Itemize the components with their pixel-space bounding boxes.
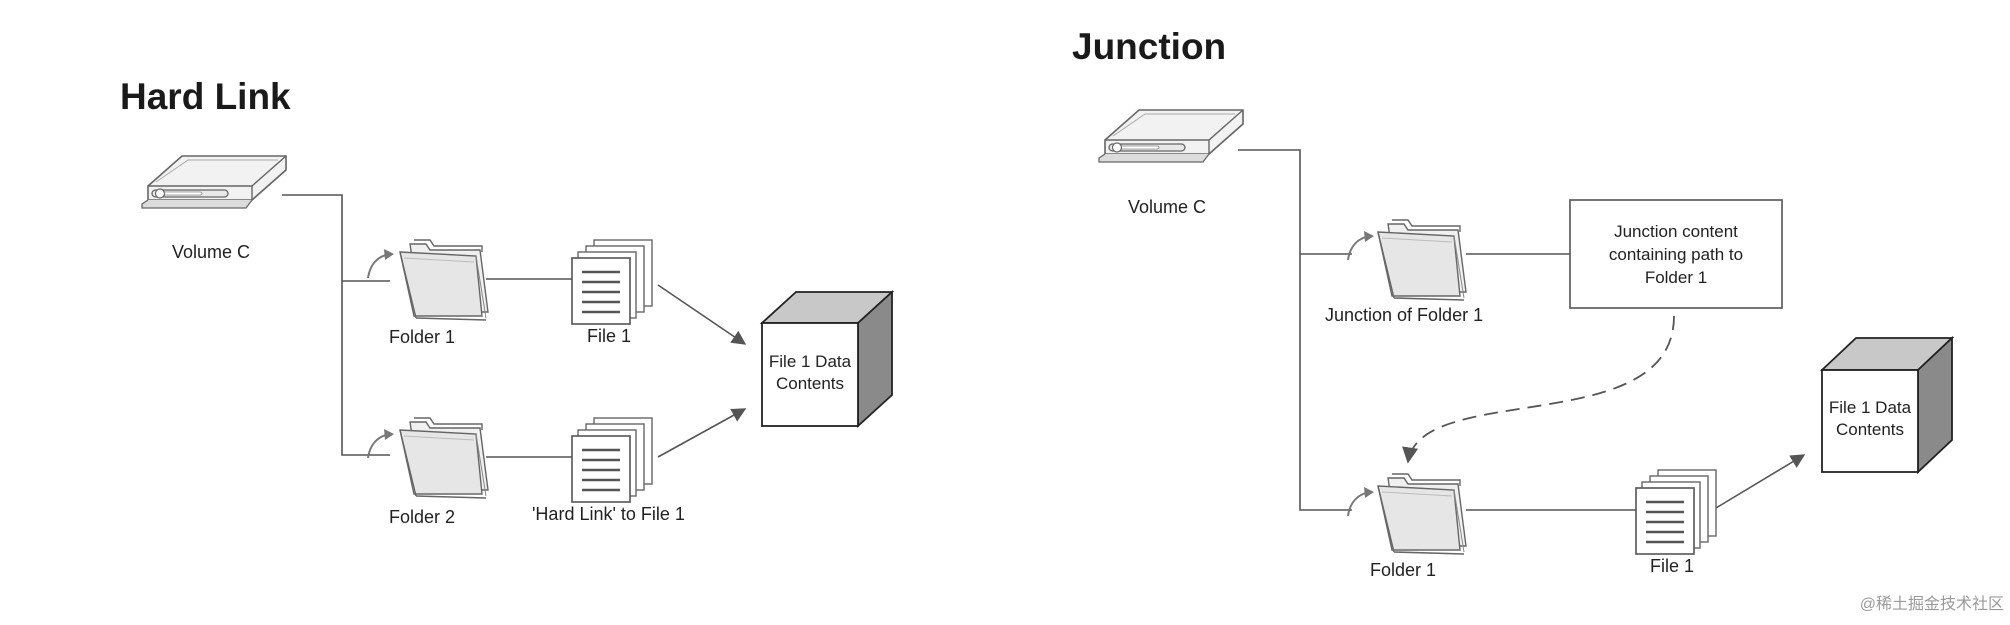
junction-diagram: Junction Volume C Junction of Folder 1 J… [1072,26,1955,580]
volume-c-drive-icon [1098,109,1244,163]
junction-content-box: Junction content containing path to Fold… [1569,199,1783,309]
file-1-label: File 1 [587,326,631,346]
hardlink-to-data-arrow [657,408,747,458]
curl-arrow-icon [1347,486,1375,517]
folder-2-label: Folder 2 [389,507,455,527]
data-box-line-2: Contents [1836,420,1904,439]
curl-arrow-icon [367,428,395,459]
folder-1-icon [1377,473,1467,555]
watermark-text: @稀土掘金技术社区 [1860,595,2004,613]
file-1-icon [570,238,654,326]
file-1-to-data-arrow [657,284,747,345]
curl-arrow-icon [1347,230,1375,261]
tree-connector [282,194,390,456]
volume-c-label: Volume C [1128,197,1206,217]
junction-redirect-dashed-arrow [1402,315,1675,464]
data-contents-cube: File 1 Data Contents [1819,335,1955,475]
volume-c-label: Volume C [172,242,250,262]
content-box-line-3: Folder 1 [1645,268,1707,287]
folder-1-icon [399,239,489,321]
content-box-line-2: containing path to [1609,245,1743,264]
data-box-line-1: File 1 Data [1829,398,1912,417]
file-1-to-data-arrow [1715,454,1806,509]
hardlink-file-icon [570,416,654,504]
tree-connector [1238,149,1352,511]
curl-arrow-icon [367,248,395,279]
hardlink-file-label: 'Hard Link' to File 1 [532,504,685,524]
junction-title: Junction [1072,26,1226,67]
file-1-label: File 1 [1650,556,1694,576]
volume-c-drive-icon [141,155,287,209]
folder-2-icon [399,417,489,499]
folder-1-label: Folder 1 [1370,560,1436,580]
hard-link-diagram: Hard Link Volume C Folder 1 Folder 2 Fil… [120,76,895,527]
junction-folder-label: Junction of Folder 1 [1325,305,1483,325]
junction-folder-icon [1377,219,1467,301]
data-box-line-2: Contents [776,374,844,393]
folder-1-label: Folder 1 [389,327,455,347]
file-1-icon [1634,468,1718,556]
data-contents-cube: File 1 Data Contents [759,289,895,429]
content-box-line-1: Junction content [1614,222,1738,241]
data-box-line-1: File 1 Data [769,352,852,371]
hard-link-title: Hard Link [120,76,291,117]
